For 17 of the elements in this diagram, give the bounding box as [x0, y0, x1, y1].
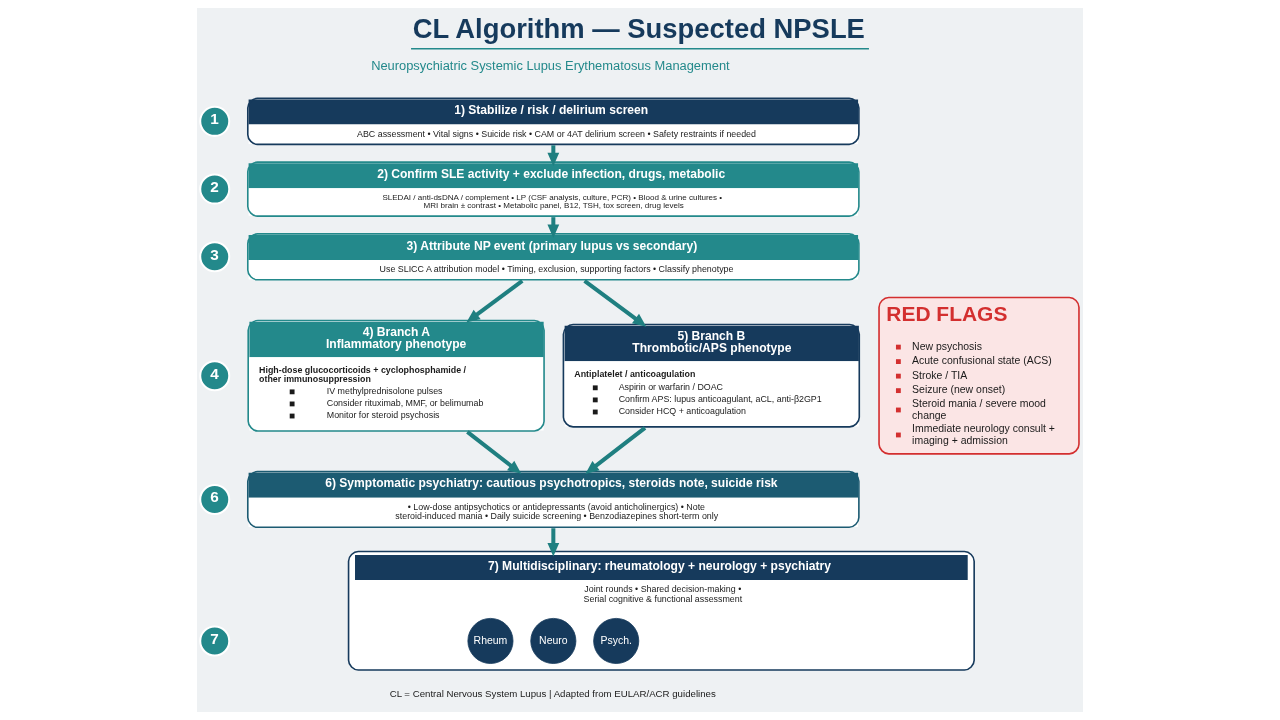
caption: CL = Central Nervous System Lupus | Adapted from EULAR/ACR guidelines: [389, 687, 716, 699]
node-circle: 4: [199, 360, 231, 392]
node-circle: 1: [199, 105, 231, 137]
node-circle: 2: [199, 173, 231, 205]
node-circle: 3: [199, 241, 231, 273]
node-circle: 7: [199, 625, 231, 657]
label: Neuropsychiatric Systemic Lupus Erythematosus Management: [371, 58, 730, 74]
arrow: [547, 528, 560, 557]
diagram-title: CL Algorithm — Suspected NPSLE: [412, 12, 865, 44]
arrow: [583, 279, 647, 327]
node-circle: Psych.: [593, 617, 640, 664]
node-circle: Neuro: [530, 617, 577, 664]
arrow: [466, 279, 524, 323]
node-circle: Rheum: [467, 617, 514, 664]
node-circle: 6: [199, 483, 231, 515]
arrow: [466, 430, 522, 474]
arrow: [585, 426, 647, 474]
